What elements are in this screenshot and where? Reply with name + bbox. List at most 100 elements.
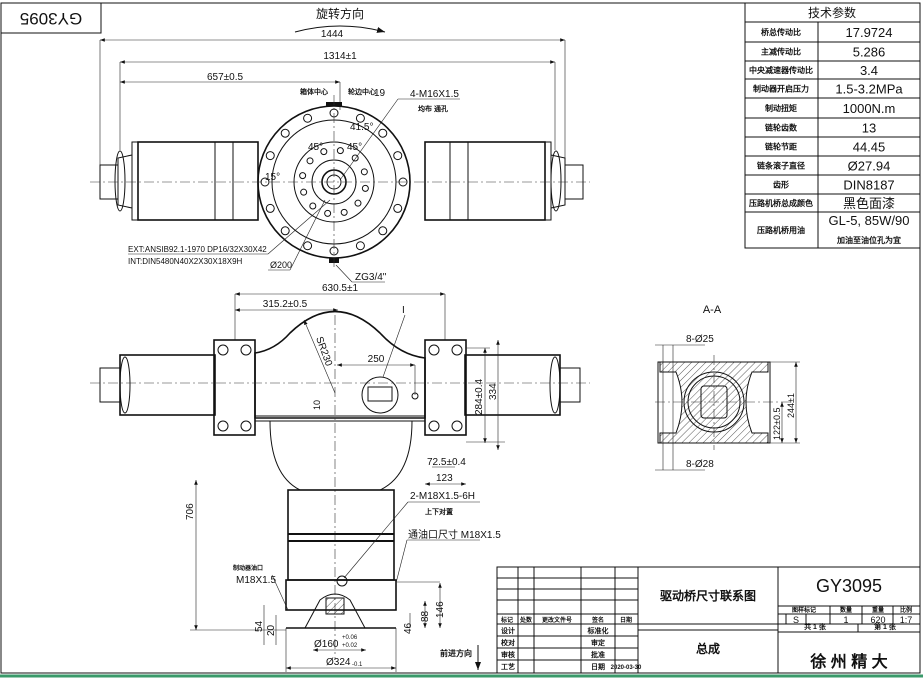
bolt-hole [336,147,344,155]
dim-54: 54 [254,620,265,632]
sign-role2: 日期 [591,662,605,671]
bolt-hole [300,188,308,196]
tech-row-label: 链轮节距 [765,142,797,152]
left-axle-tube [137,141,259,221]
detail-label-i: I [402,305,405,316]
tech-row-note: 加油至油位孔为宜 [836,235,901,245]
tech-row-label: 齿形 [773,180,789,190]
dim-123: 123 [436,473,453,484]
sign-role2: 审定 [591,638,605,647]
dim-46: 46 [403,622,414,634]
flange-hole [428,420,440,432]
company-name: 徐 州 精 大 [809,652,887,671]
mark-value: S [793,615,799,625]
angle-15: 15° [265,172,280,183]
bolt-hole [280,128,290,138]
forward-direction-label: 前进方向 [440,648,472,658]
bolt-hole [340,208,348,216]
port-zg: ZG3/4" [355,272,387,283]
spline-int: INT:DIN5480N40X2X30X18X9H [128,257,243,266]
scale-value: 1:7 [900,615,913,625]
dim-122: 122±0.5 [772,408,782,440]
bolt-hole [378,226,388,236]
drawing-number: GY3095 [816,576,882,596]
brake-port-spec: M18X1.5 [236,575,276,586]
dim-146: 146 [435,601,446,618]
bolt-hole [360,168,368,176]
holes-bottom: 8-Ø28 [686,459,714,470]
rev-header: 处数 [519,616,533,624]
tech-row-label: 制动器开启压力 [753,84,809,94]
rev-header: 标记 [500,616,513,624]
top-view: 旋转方向 1444 1314±1 657±0.5 箱体中心 轮边中心 19 4-… [90,6,590,283]
sign-role: 设计 [501,626,515,635]
tech-row-value: 44.45 [853,140,886,155]
flange-hole [240,344,252,356]
part-name: 总成 [696,641,720,656]
dim-1444: 1444 [321,29,344,40]
holes-top: 8-Ø25 [686,334,714,345]
sign-role: 校对 [501,638,515,647]
tech-row-label: 链条滚子直径 [757,161,805,171]
section-hatched-body [659,361,769,444]
dim-72-5: 72.5±0.4 [427,457,466,468]
rotated-number-box: GY3095 [0,2,102,34]
sign-role2: 标准化 [587,626,609,635]
bolt-hole [280,226,290,236]
dim-10: 10 [312,400,322,410]
sign-role: 审核 [501,650,515,659]
bolt-hole [354,199,362,207]
quantity-value: 1 [843,615,848,625]
tech-row-value: GL-5, 85W/90 [829,213,910,228]
tech-row-value: 3.4 [860,63,878,78]
bolt-hole [265,203,275,213]
rotation-direction-label: 旋转方向 [316,6,364,21]
spec-header: 比例 [900,606,912,614]
rotation-arrow [294,25,386,33]
dim-88: 88 [420,610,431,622]
section-title: A-A [703,304,722,316]
bolt-note: 均布 通孔 [418,104,448,113]
center-label-right: 轮边中心 [348,87,376,96]
dia-160-tol-up: +0.06 [342,635,358,641]
dim-706: 706 [185,503,196,520]
bolt-hole [309,202,317,210]
tech-table-title: 技术参数 [808,5,856,20]
dim-250: 250 [368,354,385,365]
tech-row-label: 主减传动比 [761,47,801,57]
sign-role2: 批准 [591,650,605,659]
angle-41-5: 41.5° [350,122,373,133]
rev-header: 更改文件号 [542,616,572,624]
sheets-total: 共 1 张 [804,622,827,631]
bolt-hole [393,151,403,161]
flange-hole [451,344,463,356]
dim-20: 20 [266,624,277,636]
bolt-hole [299,172,307,180]
vent-label: 通油口尺寸 M18X1.5 [408,528,501,541]
angle-45-left: 45° [308,142,323,153]
angle-45-right: 45° [347,142,362,153]
bolt-hole [351,154,359,162]
rev-header: 签名 [591,616,604,624]
bolt-hole [303,113,313,123]
tech-row-value: 13 [862,121,876,136]
spec-header: 图样标记 [792,606,816,614]
flange-hole-pattern [217,344,463,432]
bolt-hole [324,209,332,217]
dia-160-tol-down: +0.02 [342,643,358,649]
spec-header: 重量 [872,606,884,614]
dim-657: 657±0.5 [207,72,244,83]
dim-1314: 1314±1 [323,51,357,62]
bolt-hole [303,241,313,251]
tech-row: 链轮节距 44.45 [765,140,885,155]
brake-port-label: 制动器油口 [233,564,263,572]
tech-row-value: Ø27.94 [848,159,891,174]
